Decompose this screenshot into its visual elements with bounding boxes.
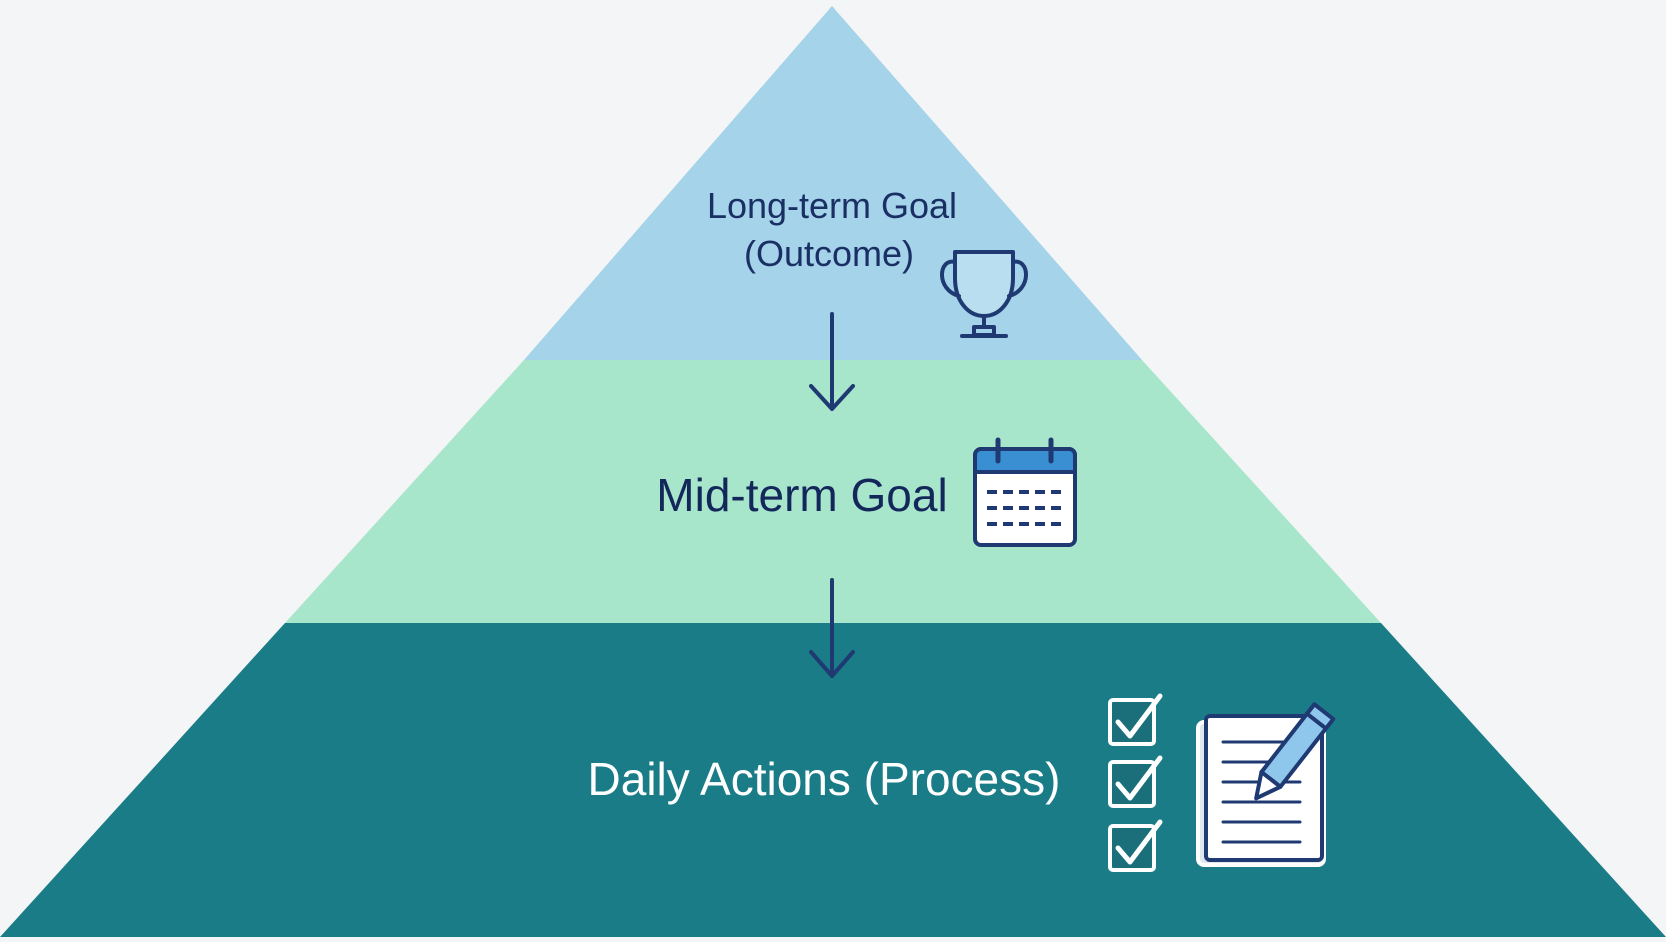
- calendar-icon: [973, 437, 1077, 547]
- tier-top: [524, 6, 1142, 360]
- checklist-icon: [1108, 693, 1163, 872]
- top-tier-subtitle: (Outcome): [744, 233, 914, 274]
- top-tier-title: Long-term Goal: [707, 185, 957, 226]
- arrow-down-2: [809, 578, 855, 678]
- trophy-icon: [940, 250, 1028, 338]
- bottom-tier-title: Daily Actions (Process): [588, 753, 1061, 805]
- notepad-pencil-icon: [1196, 702, 1336, 867]
- mid-tier-title: Mid-term Goal: [656, 469, 947, 521]
- arrow-down-1: [809, 312, 855, 411]
- tier-middle: [285, 360, 1381, 623]
